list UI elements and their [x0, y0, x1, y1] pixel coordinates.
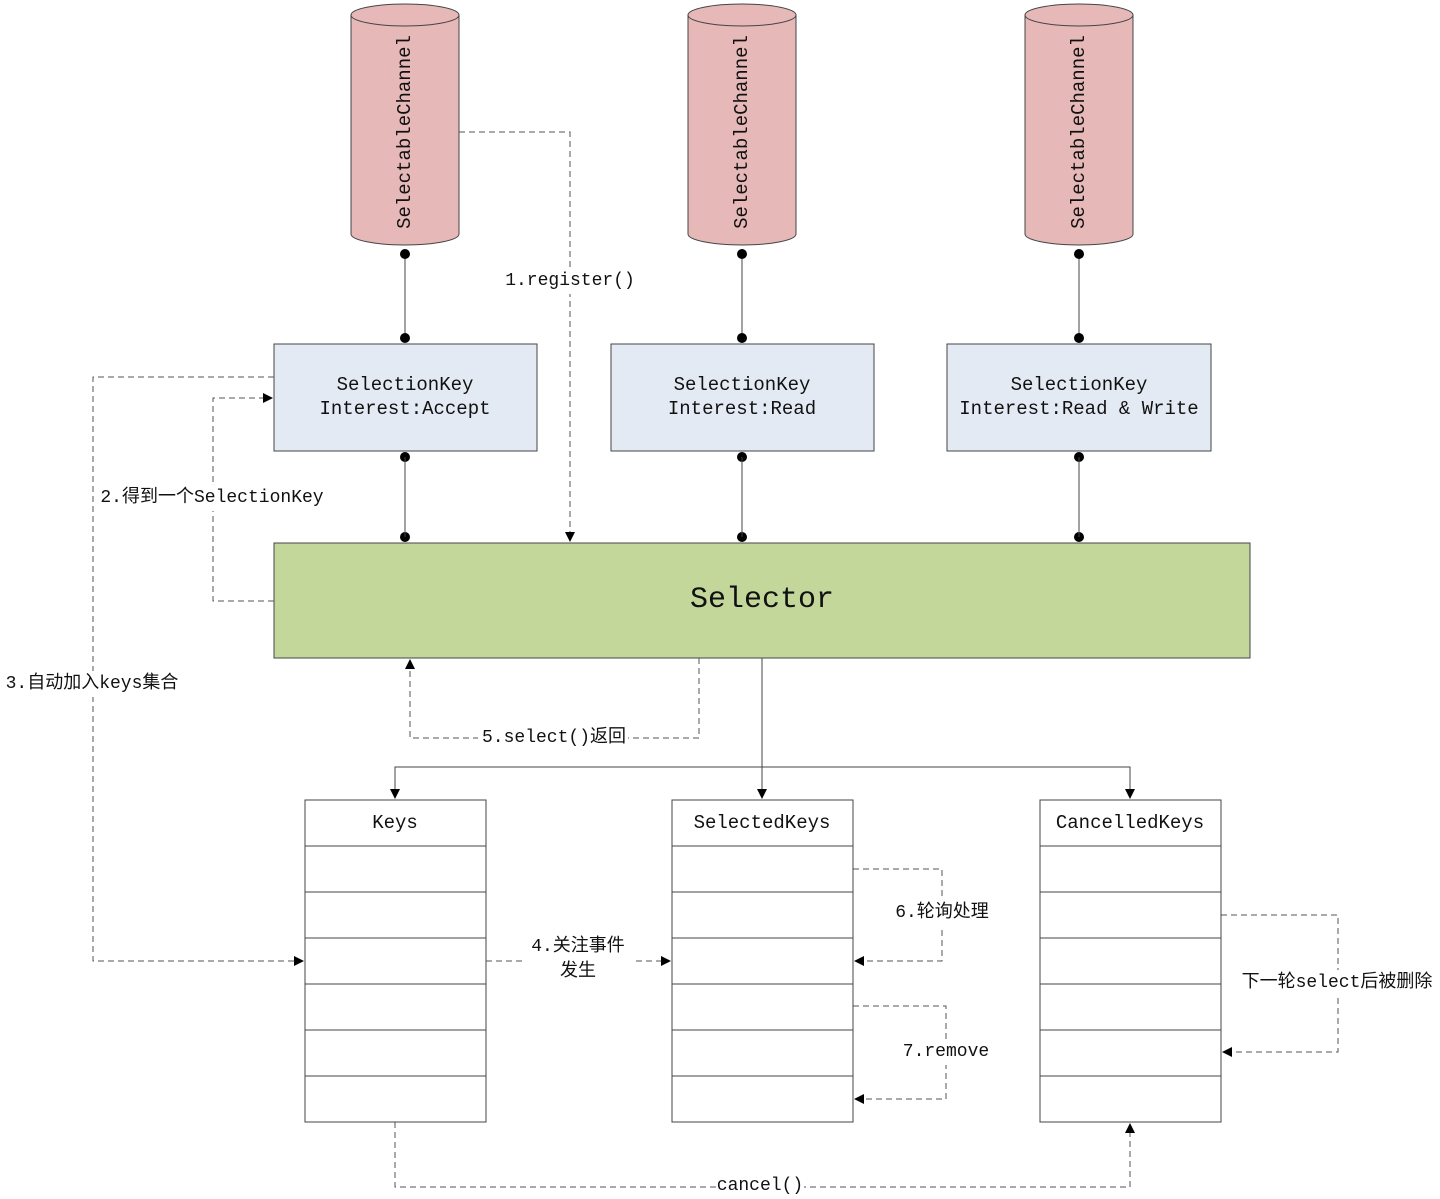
selection-key-3-title: SelectionKey — [1011, 374, 1148, 396]
step-auto-add-label: 3.自动加入keys集合 — [6, 672, 179, 694]
selector-box: Selector — [273, 542, 1251, 659]
channel-3-label: SelectableChannel — [1068, 35, 1090, 229]
selection-key-1-interest: Interest:Accept — [319, 398, 490, 420]
step-remove-label: 7.remove — [903, 1042, 989, 1062]
selection-key-2-title: SelectionKey — [674, 374, 811, 396]
selection-key-1-title: SelectionKey — [337, 374, 474, 396]
remove-arrow — [853, 1005, 947, 1104]
selection-key-2: SelectionKey Interest:Read — [610, 343, 875, 452]
channel-2: SelectableChannel — [687, 3, 797, 246]
cancelled-keys-table — [1039, 799, 1222, 1123]
step-select-return-label: 5.select()返回 — [482, 726, 626, 748]
step-next-delete-label: 下一轮select后被删除 — [1242, 971, 1433, 993]
channel-1: SelectableChannel — [350, 3, 460, 246]
step-register-label: 1.register() — [505, 271, 635, 291]
selector-sets-connector — [390, 658, 1135, 799]
step-get-key-label: 2.得到一个SelectionKey — [100, 486, 323, 508]
step-poll-label: 6.轮询处理 — [895, 901, 989, 923]
channel-2-label: SelectableChannel — [731, 35, 753, 229]
register-arrow — [459, 131, 575, 542]
selector-label: Selector — [690, 583, 834, 617]
connector-dots — [400, 249, 1084, 542]
step-cancel-label: cancel() — [717, 1176, 803, 1196]
channel-key-connectors — [404, 254, 1080, 338]
selection-key-3-interest: Interest:Read & Write — [959, 398, 1198, 420]
channel-1-label: SelectableChannel — [394, 35, 416, 229]
auto-add-arrow — [92, 376, 304, 966]
keys-table — [304, 799, 487, 1123]
keys-table-title: Keys — [372, 812, 418, 834]
selected-keys-table-title: SelectedKeys — [694, 812, 831, 834]
channel-3: SelectableChannel — [1024, 3, 1134, 246]
cancelled-keys-table-title: CancelledKeys — [1056, 812, 1204, 834]
selection-key-3: SelectionKey Interest:Read & Write — [946, 343, 1212, 452]
selection-key-1: SelectionKey Interest:Accept — [273, 343, 538, 452]
step-event-label-line2: 发生 — [560, 960, 596, 982]
key-selector-connectors — [404, 457, 1080, 537]
selected-keys-table — [671, 799, 854, 1123]
selection-key-2-interest: Interest:Read — [668, 398, 816, 420]
step-event-label-line1: 4.关注事件 — [531, 935, 625, 957]
